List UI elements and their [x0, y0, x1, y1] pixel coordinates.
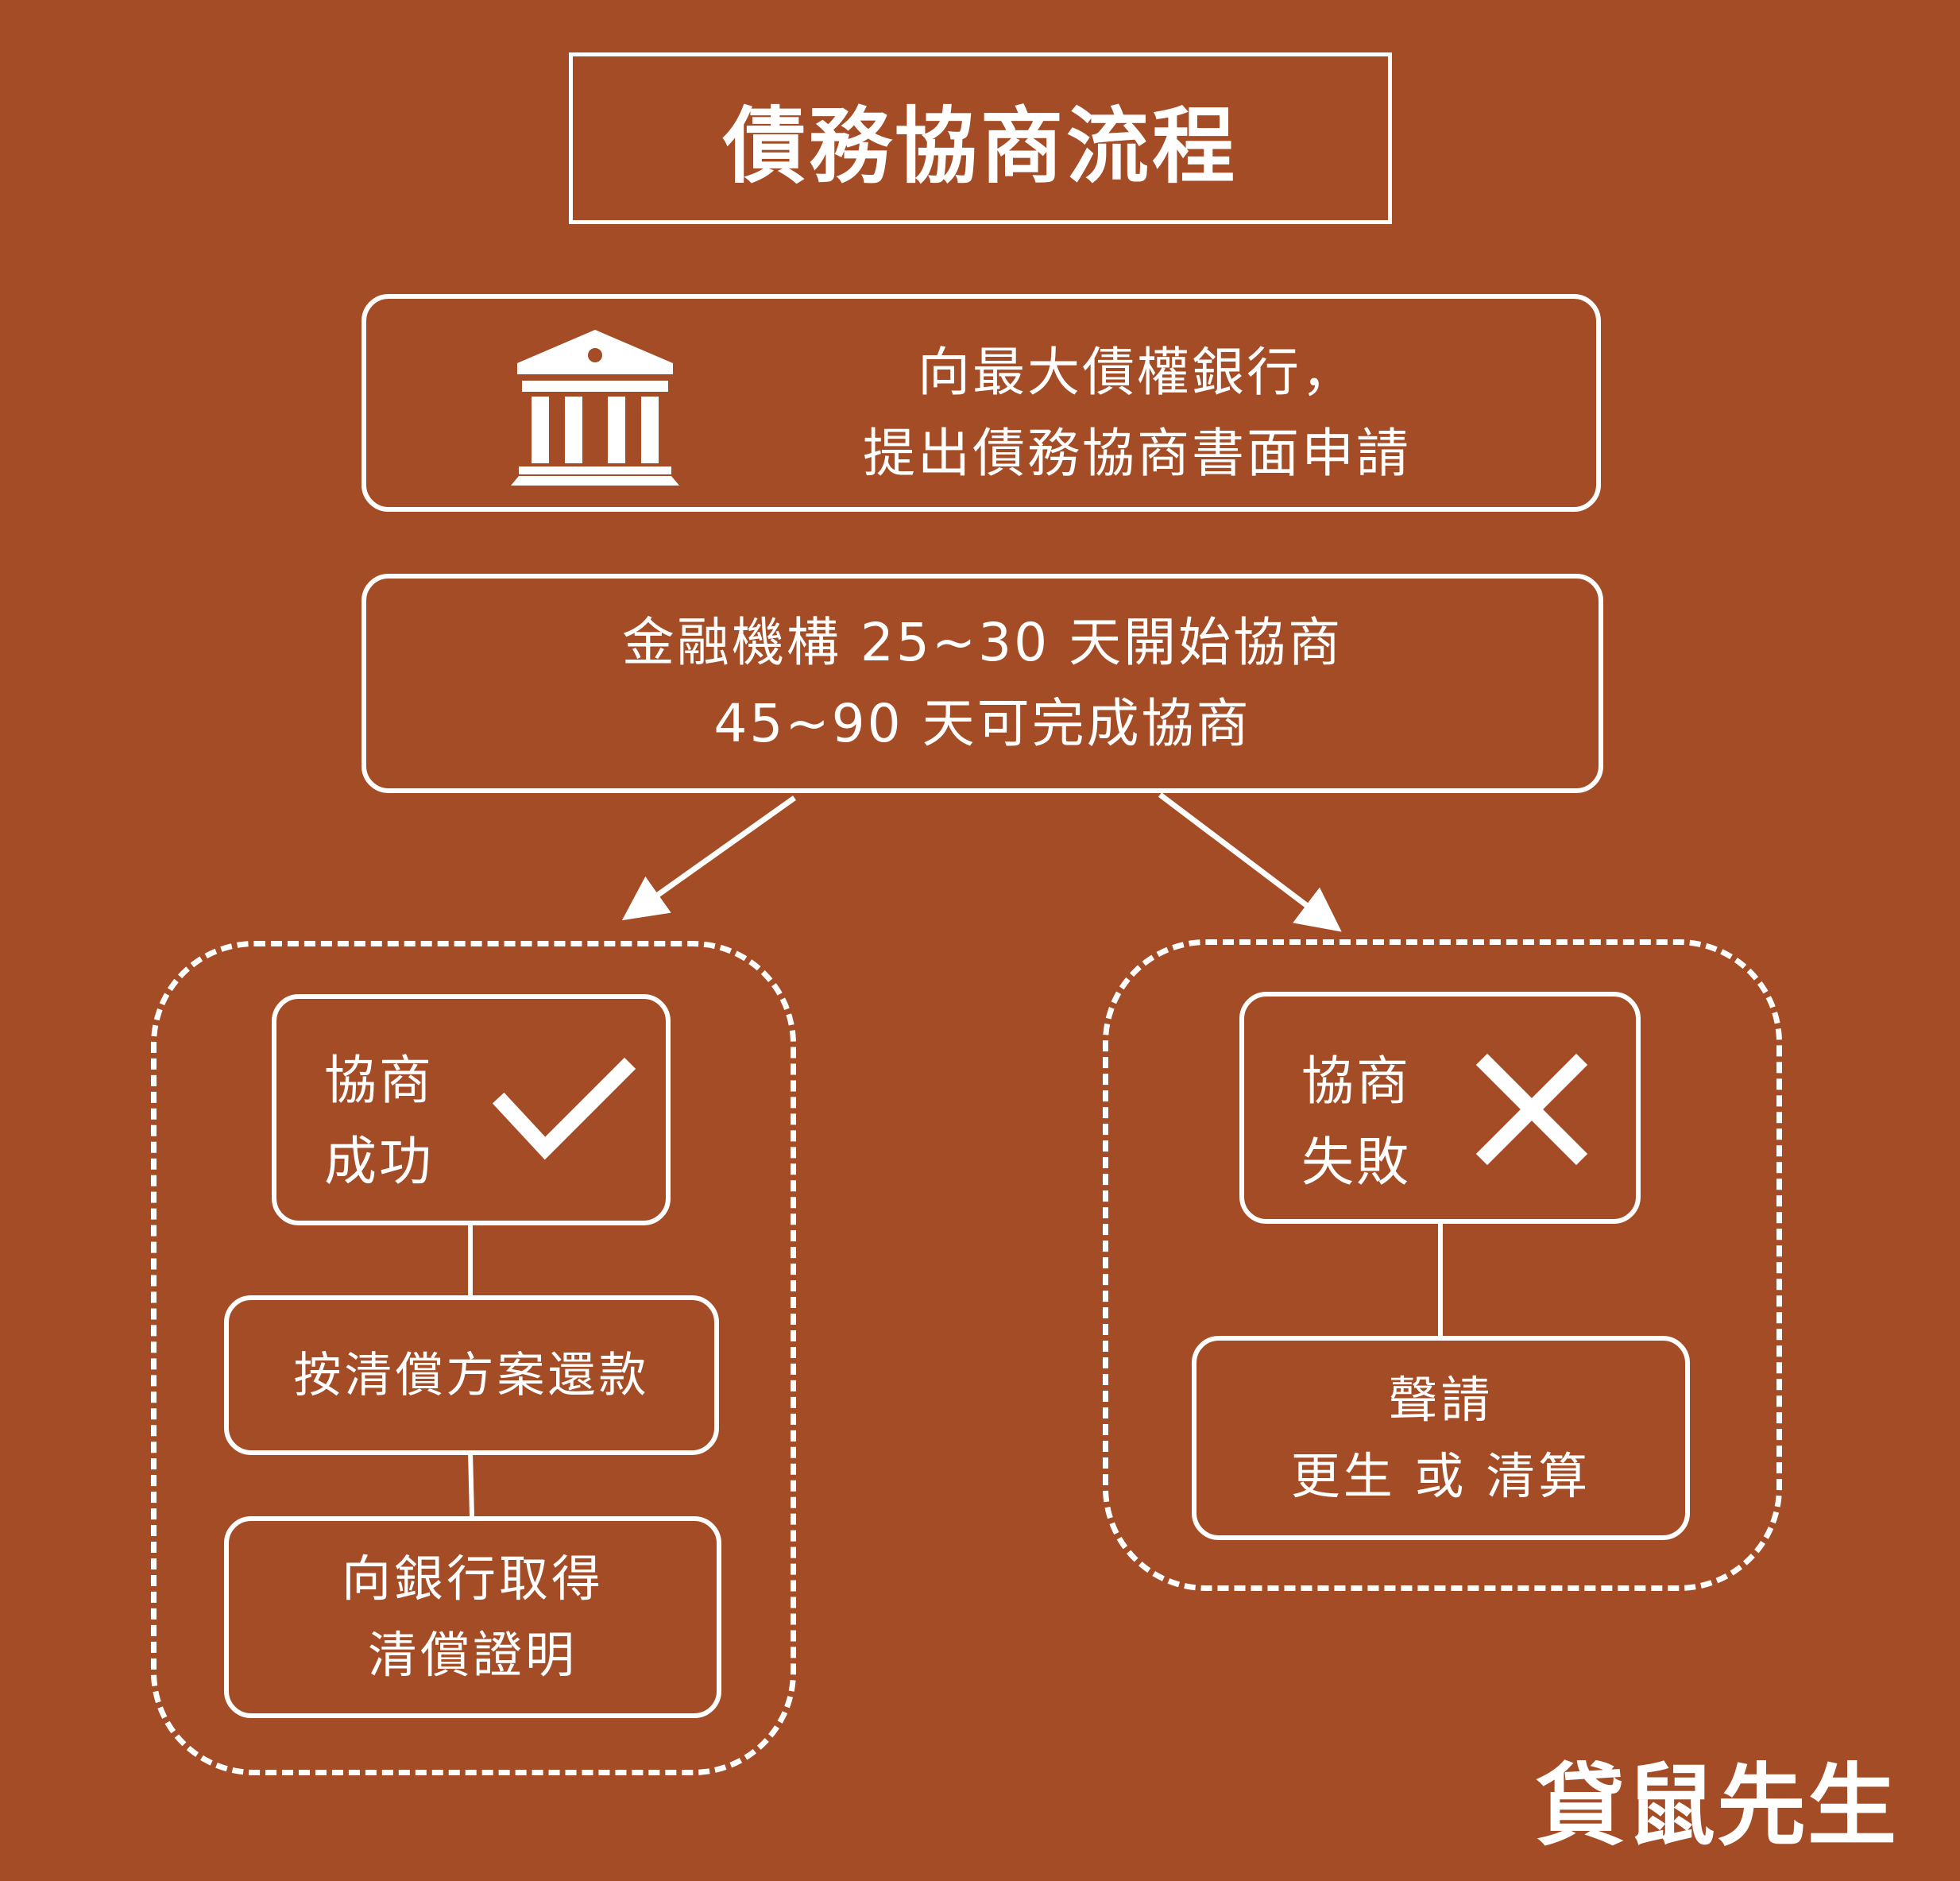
bank-icon — [511, 330, 679, 486]
success-certificate-line1: 向銀行取得 — [341, 1550, 604, 1608]
success-certificate-box: 向銀行取得 清償證明 — [224, 1516, 721, 1718]
failure-status-box: 協商 失敗 — [1239, 992, 1641, 1224]
brand-logo-text: 貸鼠先生 — [1536, 1755, 1898, 1858]
success-group — [151, 941, 796, 1775]
step-negotiate-line1: 金融機構 25~30 天開始協商 — [621, 612, 1343, 673]
arrow-to-failure — [1158, 792, 1342, 932]
failure-next-line1: 聲請 — [1388, 1370, 1494, 1429]
failure-status-line1: 協商 — [1301, 1051, 1411, 1112]
cross-icon — [1475, 1053, 1588, 1166]
checkmark-icon — [492, 1057, 636, 1160]
failure-status-line2: 失敗 — [1301, 1132, 1411, 1193]
step-apply-line1: 向最大債權銀行， — [918, 342, 1356, 403]
failure-next-box: 聲請 更生 或 清算 — [1192, 1336, 1690, 1540]
flowchart-title-box: 債務協商流程 — [569, 52, 1392, 224]
failure-group — [1103, 939, 1782, 1591]
step-apply-box: 向最大債權銀行， 提出債務協商書面申請 — [361, 294, 1601, 512]
success-status-box: 協商 成功 — [272, 994, 671, 1225]
success-status-line1: 協商 — [324, 1050, 434, 1111]
success-status-line2: 成功 — [324, 1131, 434, 1192]
failure-next-line2: 更生 或 清算 — [1290, 1446, 1591, 1505]
step-negotiate-line2: 45~90 天可完成協商 — [713, 693, 1251, 754]
step-apply-line2: 提出債務協商書面申請 — [863, 423, 1411, 484]
flowchart-title: 債務協商流程 — [722, 97, 1238, 195]
step-apply-text: 向最大債權銀行， 提出債務協商書面申請 — [764, 332, 1510, 494]
step-negotiate-box: 金融機構 25~30 天開始協商 45~90 天可完成協商 — [361, 574, 1603, 793]
success-repay-box: 按清償方案還款 — [224, 1295, 719, 1455]
connector-success-2 — [468, 1450, 474, 1517]
arrow-to-success — [621, 795, 797, 921]
success-repay-text: 按清償方案還款 — [293, 1347, 650, 1403]
success-certificate-line2: 清償證明 — [367, 1626, 578, 1684]
